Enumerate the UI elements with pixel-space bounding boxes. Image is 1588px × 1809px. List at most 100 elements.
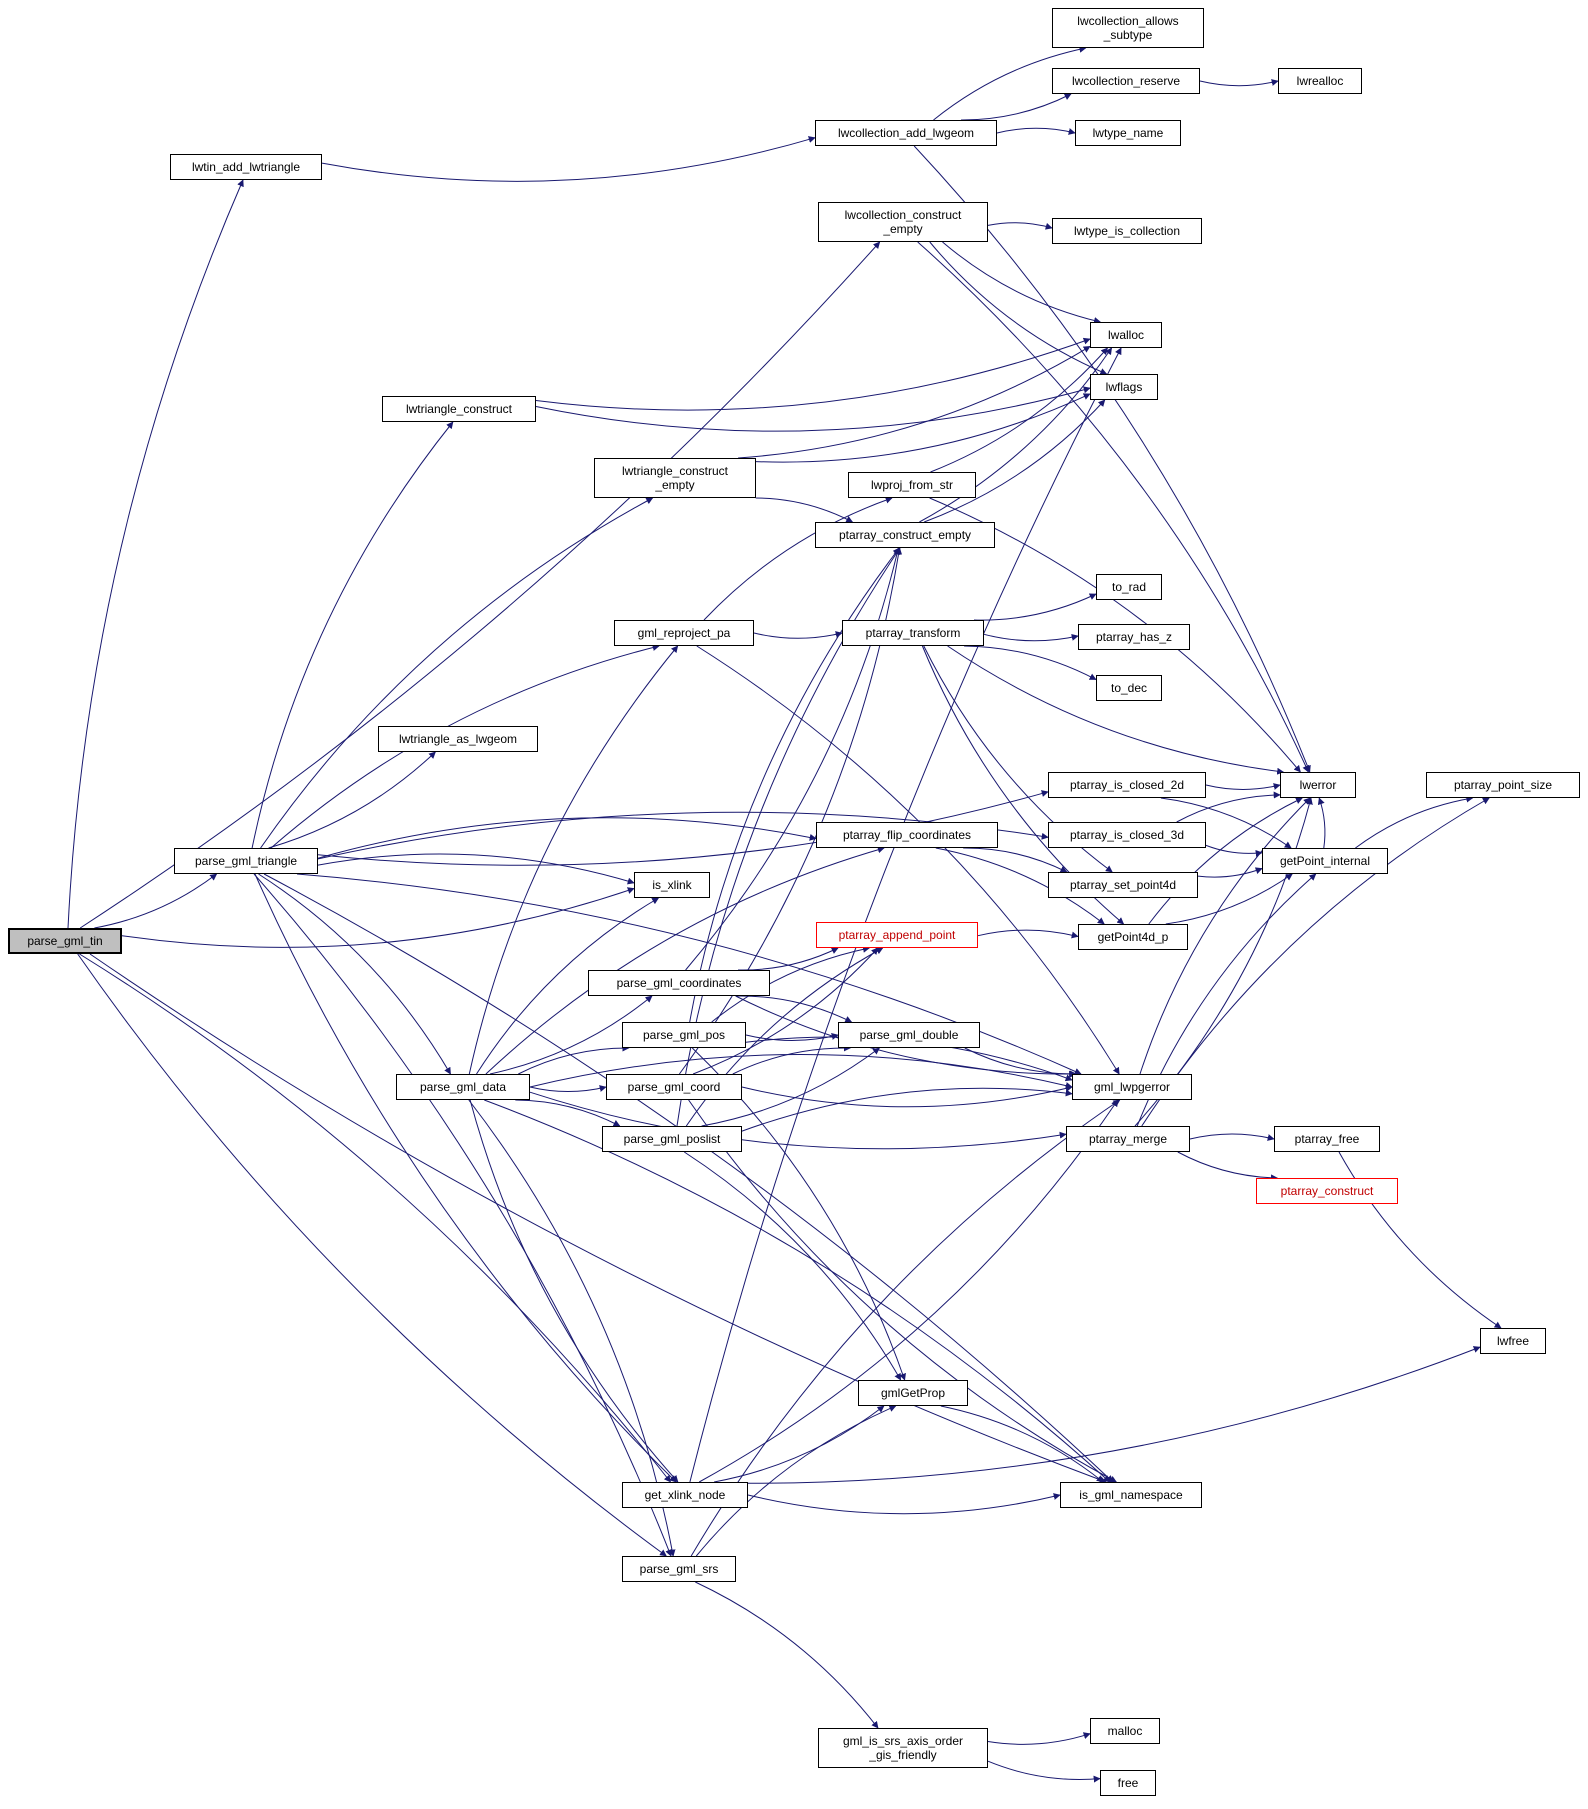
- call-edge-parse_gml_coordinates-to-ptarray_append_point: [737, 947, 839, 971]
- call-edge-ptarray_transform-to-ptarray_has_z: [983, 633, 1079, 642]
- call-edge-lwproj_from_str-to-lwalloc: [930, 347, 1108, 473]
- call-edge-parse_gml_triangle-to-lwtriangle_as_lwgeom: [268, 751, 436, 849]
- graph-node-gml_reproject_pa[interactable]: gml_reproject_pa: [614, 620, 754, 646]
- graph-node-ptarray_transform[interactable]: ptarray_transform: [842, 620, 984, 646]
- graph-node-parse_gml_data[interactable]: parse_gml_data: [396, 1074, 530, 1100]
- graph-node-to_dec[interactable]: to_dec: [1096, 675, 1162, 701]
- call-edge-parse_gml_data-to-parse_gml_pos: [518, 1044, 630, 1075]
- graph-node-gml_is_srs_axis_order_gis_friendly[interactable]: gml_is_srs_axis_order _gis_friendly: [818, 1728, 988, 1768]
- call-edge-get_xlink_node-to-is_gml_namespace: [747, 1493, 1061, 1515]
- graph-node-parse_gml_srs[interactable]: parse_gml_srs: [622, 1556, 736, 1582]
- call-edge-parse_gml_coord-to-parse_gml_double: [732, 1044, 851, 1075]
- graph-node-ptarray_merge[interactable]: ptarray_merge: [1066, 1126, 1190, 1152]
- call-edge-lwtriangle_construct_empty-to-lwalloc: [738, 345, 1091, 459]
- call-edge-gml_is_srs_axis_order_gis_friendly-to-free: [987, 1760, 1101, 1783]
- graph-node-ptarray_construct[interactable]: ptarray_construct: [1256, 1178, 1398, 1204]
- graph-node-ptarray_is_closed_2d[interactable]: ptarray_is_closed_2d: [1048, 772, 1206, 798]
- graph-node-ptarray_point_size[interactable]: ptarray_point_size: [1426, 772, 1580, 798]
- graph-node-lwtriangle_construct_empty[interactable]: lwtriangle_construct _empty: [594, 458, 756, 498]
- graph-node-parse_gml_tin: parse_gml_tin: [8, 928, 122, 954]
- call-edge-gml_reproject_pa-to-lwproj_from_str: [703, 496, 893, 621]
- graph-node-lwtype_is_collection[interactable]: lwtype_is_collection: [1052, 218, 1202, 244]
- graph-node-parse_gml_double[interactable]: parse_gml_double: [838, 1022, 980, 1048]
- graph-node-lwtype_name[interactable]: lwtype_name: [1075, 120, 1181, 146]
- call-edge-parse_gml_triangle-to-is_gml_namespace: [263, 873, 1114, 1483]
- graph-node-lwrealloc[interactable]: lwrealloc: [1278, 68, 1362, 94]
- graph-node-parse_gml_pos[interactable]: parse_gml_pos: [622, 1022, 746, 1048]
- call-edge-get_xlink_node-to-gmlGetProp: [714, 1405, 885, 1483]
- graph-node-ptarray_set_point4d[interactable]: ptarray_set_point4d: [1048, 872, 1198, 898]
- graph-node-parse_gml_coord[interactable]: parse_gml_coord: [606, 1074, 742, 1100]
- call-edge-ptarray_is_closed_3d-to-getPoint_internal: [1205, 844, 1263, 857]
- graph-node-lwcollection_construct_empty[interactable]: lwcollection_construct _empty: [818, 202, 988, 242]
- graph-node-ptarray_has_z[interactable]: ptarray_has_z: [1078, 624, 1190, 650]
- graph-node-gmlGetProp[interactable]: gmlGetProp: [858, 1380, 968, 1406]
- graph-node-lwerror[interactable]: lwerror: [1280, 772, 1356, 798]
- graph-node-lwfree[interactable]: lwfree: [1480, 1328, 1546, 1354]
- graph-node-is_xlink[interactable]: is_xlink: [634, 872, 710, 898]
- call-edge-ptarray_is_closed_2d-to-lwerror: [1205, 783, 1281, 790]
- graph-node-getPoint4d_p[interactable]: getPoint4d_p: [1078, 924, 1188, 950]
- call-edge-ptarray_flip_coordinates-to-getPoint4d_p: [935, 847, 1105, 925]
- graph-node-parse_gml_triangle[interactable]: parse_gml_triangle: [174, 848, 318, 874]
- graph-node-parse_gml_poslist[interactable]: parse_gml_poslist: [602, 1126, 742, 1152]
- call-edge-ptarray_merge-to-ptarray_construct: [1177, 1151, 1278, 1182]
- call-edge-parse_gml_tin-to-is_xlink: [121, 887, 635, 948]
- graph-node-lwproj_from_str[interactable]: lwproj_from_str: [848, 472, 976, 498]
- graph-node-lwcollection_add_lwgeom[interactable]: lwcollection_add_lwgeom: [815, 120, 997, 146]
- call-edge-parse_gml_triangle-to-ptarray_is_closed_2d: [317, 790, 1049, 866]
- graph-node-malloc[interactable]: malloc: [1090, 1718, 1160, 1744]
- call-edge-lwcollection_add_lwgeom-to-lwcollection_reserve: [960, 93, 1072, 121]
- call-edge-parse_gml_data-to-gml_reproject_pa: [468, 645, 679, 1075]
- graph-node-to_rad[interactable]: to_rad: [1096, 574, 1162, 600]
- graph-node-lwflags[interactable]: lwflags: [1090, 374, 1158, 400]
- graph-node-lwcollection_reserve[interactable]: lwcollection_reserve: [1052, 68, 1200, 94]
- call-edge-lwcollection_construct_empty-to-lwerror: [917, 241, 1309, 773]
- graph-node-lwalloc[interactable]: lwalloc: [1090, 322, 1162, 348]
- call-edge-ptarray_set_point4d-to-getPoint_internal: [1197, 867, 1263, 878]
- call-edge-parse_gml_triangle-to-get_xlink_node: [254, 873, 677, 1483]
- call-edge-getPoint_internal-to-lwerror: [1317, 797, 1326, 849]
- graph-node-ptarray_free[interactable]: ptarray_free: [1274, 1126, 1380, 1152]
- call-edge-parse_gml_tin-to-lwtin_add_lwtriangle: [67, 179, 244, 929]
- call-edge-parse_gml_data-to-parse_gml_poslist: [515, 1099, 621, 1127]
- graph-node-parse_gml_coordinates[interactable]: parse_gml_coordinates: [588, 970, 770, 996]
- call-edge-ptarray_flip_coordinates-to-ptarray_set_point4d: [963, 847, 1068, 873]
- graph-node-lwtriangle_construct[interactable]: lwtriangle_construct: [382, 396, 536, 422]
- graph-node-lwtin_add_lwtriangle[interactable]: lwtin_add_lwtriangle: [170, 154, 322, 180]
- call-edge-ptarray_is_closed_3d-to-lwerror: [1176, 791, 1281, 823]
- graph-node-ptarray_construct_empty[interactable]: ptarray_construct_empty: [815, 522, 995, 548]
- call-edge-gml_is_srs_axis_order_gis_friendly-to-malloc: [987, 1732, 1091, 1745]
- graph-node-get_xlink_node[interactable]: get_xlink_node: [622, 1482, 748, 1508]
- call-edge-get_xlink_node-to-lwfree: [747, 1346, 1481, 1484]
- graph-node-lwcollection_allows_subtype[interactable]: lwcollection_allows _subtype: [1052, 8, 1204, 48]
- graph-node-getPoint_internal[interactable]: getPoint_internal: [1262, 848, 1388, 874]
- call-edge-parse_gml_tin-to-parse_gml_triangle: [94, 873, 218, 929]
- call-edge-parse_gml_data-to-get_xlink_node: [469, 1099, 679, 1483]
- call-edge-parse_gml_pos-to-ptarray_construct_empty: [689, 547, 900, 1023]
- graph-node-is_gml_namespace[interactable]: is_gml_namespace: [1060, 1482, 1202, 1508]
- call-edge-parse_gml_coord-to-gml_lwpgerror: [741, 1085, 1073, 1108]
- call-edge-lwcollection_construct_empty-to-lwflags: [929, 241, 1108, 375]
- graph-node-gml_lwpgerror[interactable]: gml_lwpgerror: [1072, 1074, 1192, 1100]
- call-edge-getPoint4d_p-to-lwerror: [1148, 797, 1303, 925]
- call-edge-lwtin_add_lwtriangle-to-lwcollection_add_lwgeom: [321, 136, 816, 182]
- call-edge-parse_gml_poslist-to-parse_gml_double: [701, 1047, 880, 1127]
- call-edge-lwcollection_construct_empty-to-lwalloc: [942, 241, 1101, 324]
- graph-node-ptarray_flip_coordinates[interactable]: ptarray_flip_coordinates: [816, 822, 998, 848]
- call-edge-parse_gml_triangle-to-lwtriangle_construct_empty: [260, 497, 654, 849]
- graph-node-ptarray_append_point[interactable]: ptarray_append_point: [816, 922, 978, 948]
- call-edge-ptarray_append_point-to-getPoint4d_p: [977, 929, 1079, 939]
- graph-node-ptarray_is_closed_3d[interactable]: ptarray_is_closed_3d: [1048, 822, 1206, 848]
- call-edge-parse_gml_tin-to-get_xlink_node: [79, 953, 671, 1483]
- call-edge-parse_gml_data-to-ptarray_flip_coordinates: [485, 846, 885, 1075]
- graph-node-lwtriangle_as_lwgeom[interactable]: lwtriangle_as_lwgeom: [378, 726, 538, 752]
- call-edge-lwtriangle_construct_empty-to-lwflags: [755, 393, 1091, 463]
- call-edge-parse_gml_triangle-to-is_xlink: [317, 853, 635, 885]
- call-edge-ptarray_construct_empty-to-lwflags: [924, 399, 1106, 523]
- graph-node-free[interactable]: free: [1100, 1770, 1156, 1796]
- call-edge-parse_gml_triangle-to-parse_gml_data: [258, 873, 451, 1075]
- call-edge-parse_gml_poslist-to-gmlGetProp: [684, 1151, 902, 1381]
- call-edge-get_xlink_node-to-lwalloc: [689, 347, 1122, 1483]
